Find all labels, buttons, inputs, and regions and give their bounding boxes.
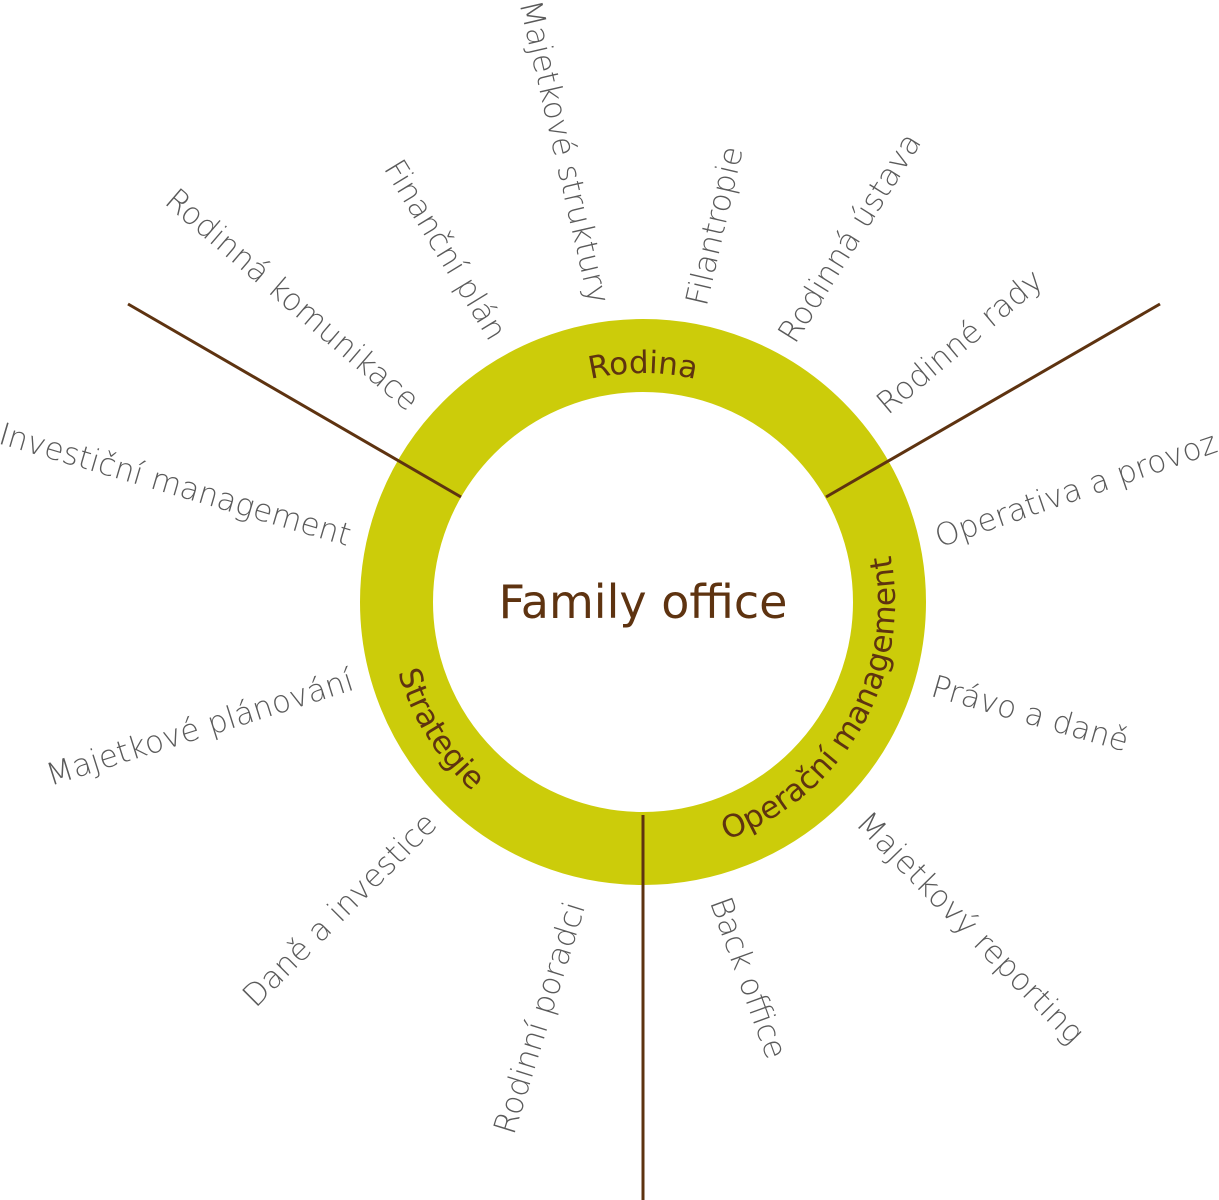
divider-line-left (127, 302, 462, 499)
item-label: Právo a daně (927, 669, 1132, 760)
item-label: Rodinné rady (870, 262, 1050, 422)
item-label: Majetkový reporting (849, 805, 1091, 1051)
item-label: Majetkové plánování (42, 662, 358, 793)
divider-line-right (825, 302, 1161, 499)
item-label: Filantropie (679, 143, 751, 309)
item-label: Daně a investice (236, 806, 445, 1015)
section-label-rodina: Rodina (585, 345, 701, 387)
item-label: Majetkové struktury (512, 0, 617, 307)
item-label: Operativa a provoz (930, 425, 1219, 555)
item-label: Finanční plán (376, 153, 513, 346)
item-label: Back office (702, 892, 794, 1063)
center-title: Family office (499, 575, 788, 629)
item-label: Rodinní poradci (487, 898, 593, 1139)
item-label: Rodinná komunikace (158, 182, 426, 419)
item-label: Rodinná ústava (771, 127, 929, 349)
item-label: Investiční management (0, 416, 355, 554)
